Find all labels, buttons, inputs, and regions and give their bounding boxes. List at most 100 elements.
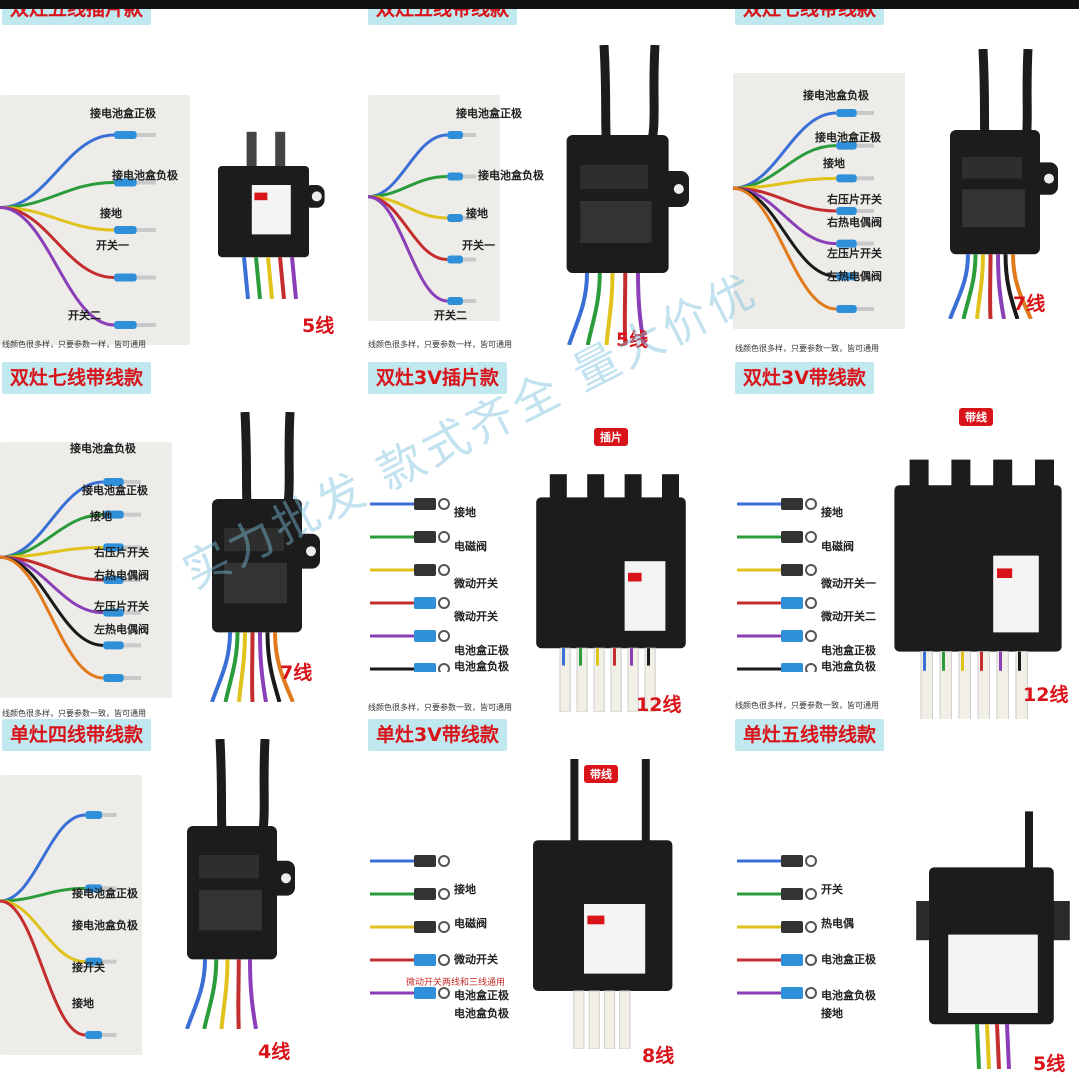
wire-label: 接电池盒负极 [478,169,544,182]
igniter-device [160,739,310,1029]
top-edge-bar [0,0,1079,9]
wire-count: 12线 [1023,684,1069,706]
wire-label: 微动开关二 [821,610,876,623]
wire-count: 12线 [636,694,682,716]
wire-label: 接电池盒正极 [72,887,138,900]
wire-count: 7线 [280,662,313,684]
wire-label: 微动开关 [454,577,498,590]
product-panel: 双灶七线带线款接电池盒负极接电池盒正极接地右压片开关右热电偶阀左压片开关左热电偶… [733,9,1079,366]
wire-label: 开关二 [68,309,101,322]
wire-label: 右热电偶阀 [827,216,882,229]
wire-photo [368,95,500,321]
compatibility-note: 微动开关两线和三线通用 [406,978,506,988]
connector-tag: 带线 [959,408,993,426]
wire-label: 开关 [821,883,843,896]
product-title: 单灶3V带线款 [368,719,507,751]
wire-photo [733,73,905,329]
wire-count: 5线 [1033,1053,1066,1075]
wire-label: 电池盒负极 [454,660,509,673]
connector-sketch [737,849,817,1029]
wire-label: 接地 [90,510,112,523]
wire-count: 5线 [302,315,335,337]
product-title: 双灶五线插片款 [2,9,152,25]
wire-label: 接地 [454,883,476,896]
igniter-device [536,45,706,345]
wire-label: 左热电偶阀 [94,623,149,636]
wire-label: 电池盒负极 [821,989,876,1002]
connector-sketch [370,492,450,672]
wire-label: 接地 [821,1007,843,1020]
wire-label: 电磁阀 [454,917,487,930]
product-panel: 单灶五线带线款开关热电偶电池盒正极电池盒负极接地 5线 [733,719,1079,1076]
igniter-device [883,402,1073,719]
compatibility-note: 线颜色很多样，只要参数一致，皆可通用 [735,701,879,710]
compatibility-note: 线颜色很多样，只要参数一致，皆可通用 [2,709,146,718]
connector-tag: 带线 [584,765,618,783]
connector-tag: 插片 [594,428,628,446]
wire-label: 电池盒正极 [454,644,509,657]
wire-label: 接地 [821,506,843,519]
wire-label: 右压片开关 [827,193,882,206]
product-title: 单灶四线带线款 [2,719,152,751]
wire-label: 接地 [466,207,488,220]
product-panel: 双灶七线带线款接电池盒负极接电池盒正极接地右压片开关右热电偶阀左压片开关左热电偶… [0,362,360,719]
wire-label: 接电池盒负极 [112,169,178,182]
product-title: 双灶七线带线款 [2,362,152,394]
wire-label: 接地 [454,506,476,519]
product-title: 双灶五线带线款 [368,9,518,25]
compatibility-note: 线颜色很多样，只要参数一样，皆可通用 [368,340,512,349]
wire-label: 接电池盒负极 [803,89,869,102]
product-title: 双灶3V带线款 [735,362,874,394]
igniter-device [913,789,1073,1069]
wire-label: 开关一 [96,239,129,252]
igniter-device [923,49,1073,319]
wire-label: 电池盒正极 [821,953,876,966]
wire-label: 电池盒负极 [821,660,876,673]
compatibility-note: 线颜色很多样，只要参数一致，皆可通用 [368,703,512,712]
wire-photo [0,442,172,698]
igniter-device [185,412,335,702]
wire-label: 接电池盒正极 [456,107,522,120]
wire-label: 电池盒正极 [821,644,876,657]
wire-label: 接地 [823,157,845,170]
wire-label: 右热电偶阀 [94,569,149,582]
wire-label: 电磁阀 [821,540,854,553]
wire-count: 4线 [258,1041,291,1063]
igniter-device [205,109,335,299]
wire-label: 左热电偶阀 [827,270,882,283]
wire-label: 接电池盒负极 [72,919,138,932]
wire-label: 接电池盒负极 [70,442,136,455]
igniter-device [516,759,686,1049]
igniter-device [526,422,696,712]
compatibility-note: 线颜色很多样，只要参数一样，皆可通用 [2,340,146,349]
connector-sketch [370,849,450,1029]
wire-label: 热电偶 [821,917,854,930]
wire-label: 微动开关 [454,610,498,623]
wire-label: 右压片开关 [94,546,149,559]
wire-label: 接电池盒正极 [90,107,156,120]
wire-label: 微动开关一 [821,577,876,590]
wire-count: 5线 [616,329,649,351]
wire-count: 8线 [642,1045,675,1067]
wire-count: 7线 [1013,293,1046,315]
compatibility-note: 线颜色很多样，只要参数一致，皆可通用 [735,344,879,353]
wire-label: 微动开关 [454,953,498,966]
wire-label: 接电池盒正极 [815,131,881,144]
product-panel: 双灶3V带线款带线接地电磁阀微动开关一微动开关二电池盒正极电池盒负极 12线线颜色… [733,362,1079,719]
product-title: 单灶五线带线款 [735,719,885,751]
wire-photo [0,775,142,1055]
product-title: 双灶3V插片款 [368,362,507,394]
wire-label: 接开关 [72,961,105,974]
wire-label: 电池盒正极 [454,989,509,1002]
product-title: 双灶七线带线款 [735,9,885,25]
connector-sketch [737,492,817,672]
wire-label: 开关一 [462,239,495,252]
wire-photo [0,95,190,345]
wire-label: 左压片开关 [94,600,149,613]
wire-label: 左压片开关 [827,247,882,260]
